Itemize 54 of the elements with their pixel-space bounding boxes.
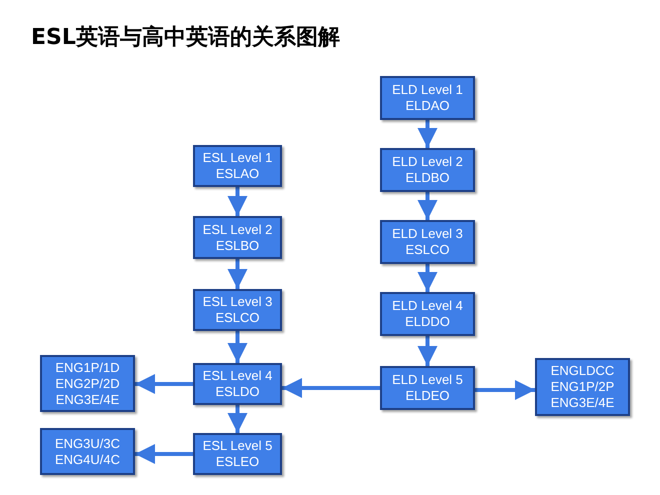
course-label: ELDDO	[405, 314, 450, 330]
course-label: ENGLDCC	[550, 363, 614, 379]
course-label: ESL Level 2	[202, 222, 272, 238]
course-label: ELDAO	[405, 98, 450, 114]
course-label: ELD Level 2	[392, 154, 463, 170]
title: ESL英语与高中英语的关系图解	[31, 24, 340, 52]
course-label: ESL Level 1	[202, 150, 272, 166]
course-box	[535, 358, 630, 416]
arrow	[475, 380, 535, 400]
course-box	[193, 216, 282, 259]
course-label: ENG1P/2P	[550, 379, 614, 395]
course-label: ESLCO	[405, 242, 450, 258]
course-label: ENG3U/3C	[54, 436, 120, 452]
arrow	[135, 374, 193, 394]
arrow	[135, 444, 193, 464]
arrow	[418, 336, 438, 366]
course-box	[380, 220, 475, 264]
course-label: ELDBO	[405, 170, 450, 186]
course-label: ESLCO	[215, 310, 260, 326]
course-box	[40, 428, 135, 475]
course-label: ENG1P/1D	[55, 360, 120, 376]
course-label: ENG4U/4C	[54, 452, 120, 468]
course-box	[193, 433, 282, 475]
course-box	[193, 145, 282, 187]
course-box	[193, 289, 282, 331]
course-box	[193, 363, 282, 405]
course-label: ESLAO	[216, 166, 260, 182]
arrow	[228, 331, 248, 363]
arrow	[418, 192, 438, 220]
arrow	[418, 120, 438, 148]
arrow	[282, 378, 380, 398]
course-label: ENG3E/4E	[56, 392, 120, 408]
arrow	[418, 264, 438, 292]
course-label: ESL Level 5	[202, 438, 272, 454]
course-label: ELD Level 1	[392, 82, 463, 98]
arrow	[228, 405, 248, 433]
course-label: ESLBO	[216, 238, 260, 254]
course-label: ESLDO	[215, 384, 260, 400]
arrow	[228, 187, 248, 216]
course-box	[380, 76, 475, 120]
arrow	[228, 259, 248, 289]
course-box	[380, 366, 475, 410]
course-label: ENG2P/2D	[55, 376, 120, 392]
course-label: ELDEO	[405, 388, 450, 404]
course-label: ESL Level 4	[202, 368, 272, 384]
course-label: ELD Level 3	[392, 226, 463, 242]
course-box	[380, 148, 475, 192]
course-label: ESL Level 3	[202, 294, 272, 310]
course-box	[380, 292, 475, 336]
course-label: ENG3E/4E	[550, 395, 614, 411]
course-label: ESLEO	[216, 454, 260, 470]
course-label: ELD Level 5	[392, 372, 463, 388]
course-label: ELD Level 4	[392, 298, 463, 314]
course-box	[40, 355, 135, 412]
